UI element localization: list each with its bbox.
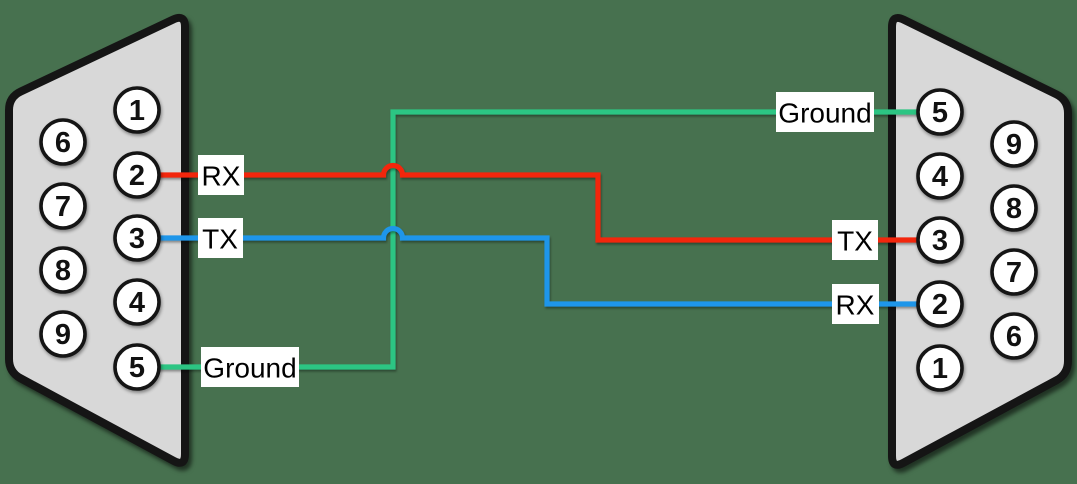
left-pin-4-circle <box>113 278 161 326</box>
left-pin-1-circle <box>113 86 161 134</box>
right-pin-2-number: 2 <box>932 289 948 321</box>
right-pin-8-number: 8 <box>1006 193 1022 225</box>
right-pin-9: 9 <box>990 120 1038 168</box>
left-pin-3-number: 3 <box>129 223 145 255</box>
right-pin-3-number: 3 <box>932 225 948 257</box>
left-pin-8-number: 8 <box>55 255 71 287</box>
right-tx-label: TX <box>832 220 878 260</box>
left-tx-label-text: TX <box>202 224 238 255</box>
right-pin-5-circle <box>916 88 964 136</box>
left-pin-5: 5 <box>113 343 161 391</box>
left-ground-label-box <box>201 347 299 387</box>
right-pin-1: 1 <box>916 344 964 392</box>
right-pin-7-circle <box>990 248 1038 296</box>
right-pin-3: 3 <box>916 216 964 264</box>
left-pin-7-number: 7 <box>55 191 71 223</box>
right-ground-label: Ground <box>776 92 874 132</box>
left-pin-2: 2 <box>113 151 161 199</box>
left-pin-7-circle <box>39 182 87 230</box>
right-pin-7-number: 7 <box>1006 257 1022 289</box>
right-pin-2-circle <box>916 280 964 328</box>
right-ground-label-text: Ground <box>778 98 871 129</box>
right-pin-5: 5 <box>916 88 964 136</box>
left-pin-2-circle <box>113 151 161 199</box>
right-pin-9-circle <box>990 120 1038 168</box>
right-pin-8-circle <box>990 184 1038 232</box>
left-pin-5-number: 5 <box>129 352 145 384</box>
left-pin-3: 3 <box>113 214 161 262</box>
left-ground-label: Ground <box>201 347 299 387</box>
left-tx-label-box <box>198 218 243 258</box>
right-pin-6-circle <box>990 312 1038 360</box>
left-tx-label: TX <box>198 218 243 258</box>
left-pin-2-number: 2 <box>129 160 145 192</box>
right-rx-label-box <box>832 284 879 324</box>
left-pin-9-number: 9 <box>55 319 71 351</box>
left-pin-1: 1 <box>113 86 161 134</box>
left-pin-4-number: 4 <box>129 287 145 319</box>
left-ground-label-text: Ground <box>203 353 296 384</box>
left-pin-8: 8 <box>39 246 87 294</box>
right-pin-3-circle <box>916 216 964 264</box>
right-pin-6-number: 6 <box>1006 321 1022 353</box>
right-pin-5-number: 5 <box>932 97 948 129</box>
left-pin-3-circle <box>113 214 161 262</box>
right-pin-4-circle <box>916 152 964 200</box>
left-pin-6-number: 6 <box>55 127 71 159</box>
right-pin-8: 8 <box>990 184 1038 232</box>
left-pin-5-circle <box>113 343 161 391</box>
left-pin-9-circle <box>39 310 87 358</box>
left-pin-7: 7 <box>39 182 87 230</box>
left-connector-pins: 1 2 3 4 5 6 7 8 <box>39 86 161 391</box>
right-ground-label-box <box>776 92 874 132</box>
right-pin-9-number: 9 <box>1006 129 1022 161</box>
left-pin-8-circle <box>39 246 87 294</box>
right-tx-label-box <box>832 220 878 260</box>
left-pin-1-number: 1 <box>129 95 145 127</box>
left-pin-4: 4 <box>113 278 161 326</box>
right-pin-1-circle <box>916 344 964 392</box>
right-pin-4: 4 <box>916 152 964 200</box>
right-pin-4-number: 4 <box>932 161 948 193</box>
left-pin-6-circle <box>39 118 87 166</box>
blue-wire-tx-to-rx <box>158 225 917 307</box>
left-rx-label-text: RX <box>202 161 241 192</box>
red-wire-rx-to-tx <box>158 162 917 243</box>
right-pin-6: 6 <box>990 312 1038 360</box>
right-tx-label-text: TX <box>837 226 873 257</box>
left-pin-6: 6 <box>39 118 87 166</box>
right-rx-label-text: RX <box>836 290 875 321</box>
right-rx-label: RX <box>832 284 879 324</box>
left-pin-9: 9 <box>39 310 87 358</box>
right-pin-1-number: 1 <box>932 353 948 385</box>
left-rx-label: RX <box>198 155 244 195</box>
right-pin-2: 2 <box>916 280 964 328</box>
left-rx-label-box <box>198 155 244 195</box>
right-pin-7: 7 <box>990 248 1038 296</box>
right-connector-pins: 5 4 3 2 1 9 8 7 <box>916 88 1038 392</box>
